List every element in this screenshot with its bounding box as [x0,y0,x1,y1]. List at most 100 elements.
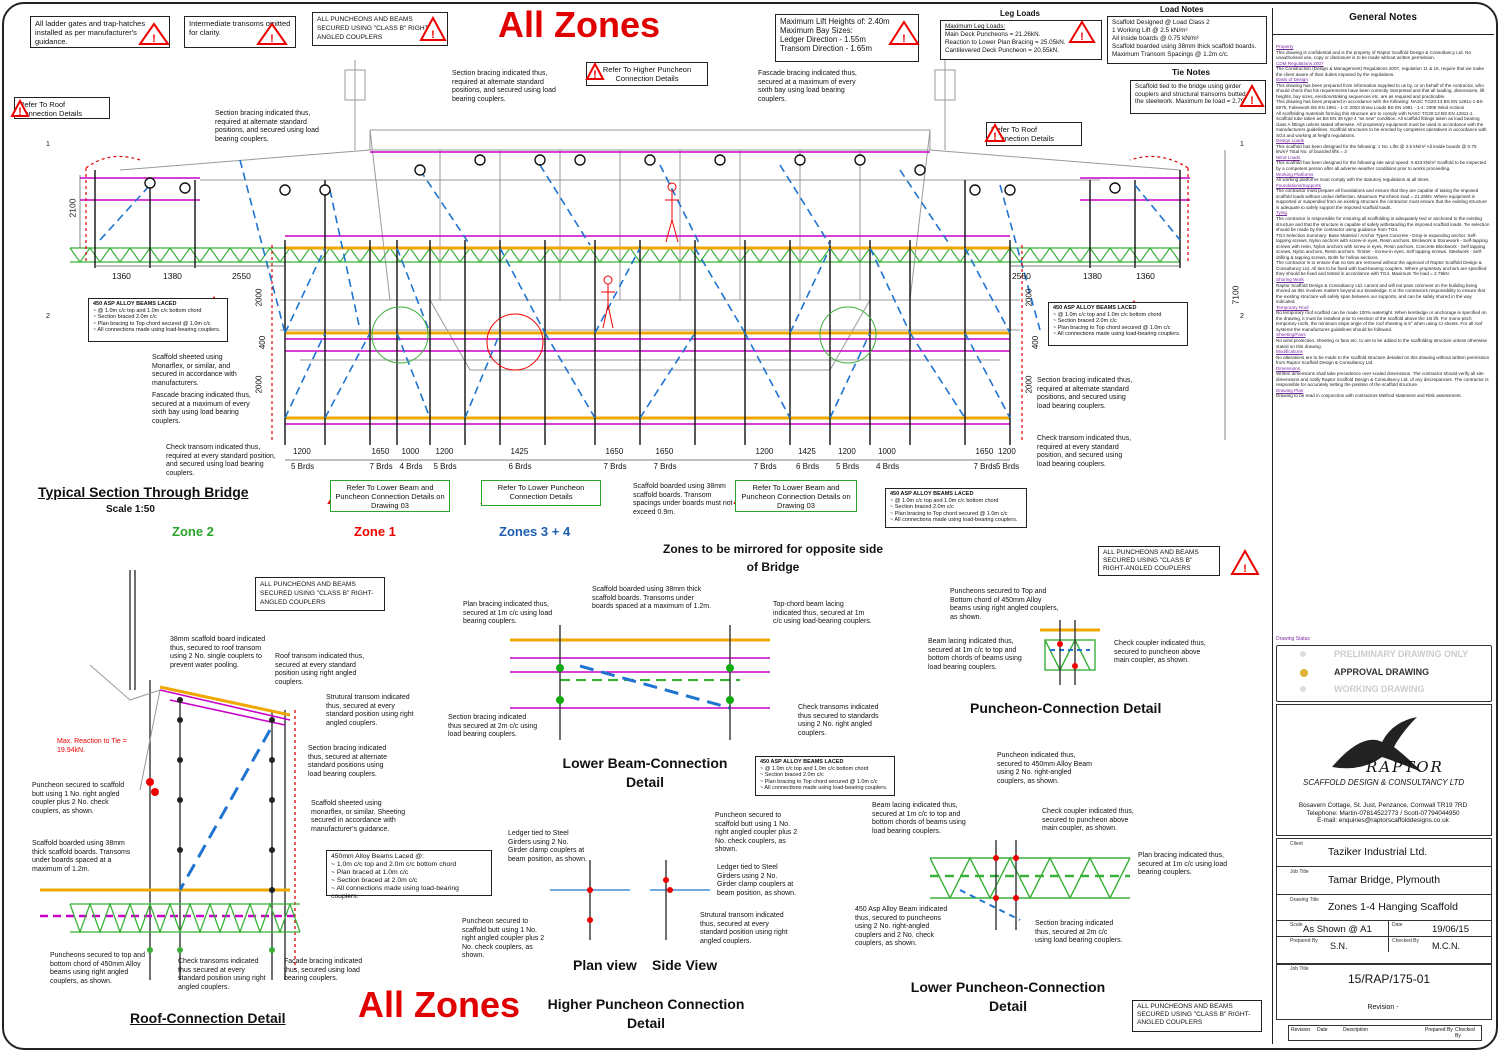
beam-note-line: 450 ASP ALLOY BEAMS LACED [890,491,974,497]
tie-notes-header: Tie Notes [1172,67,1211,77]
checked-value: M.C.N. [1432,941,1460,951]
beam-note-3: Top-chord beam lacing indicated thus, se… [773,601,872,625]
bay-dimension: 1000 [878,447,896,456]
bay-dimension: 1200 [998,447,1016,456]
drawing-status-box [1276,645,1492,702]
lower-punch-note-4: Plan bracing indicated thus, secured at … [1138,852,1228,876]
revision-column: Description [1343,1027,1369,1033]
dim-right-2: 1380 [1083,271,1102,281]
dim-left-1: 1360 [112,271,131,281]
roof-conn-ref-right-text: Refer To Roof Connection Details [991,125,1054,143]
general-note-heading: Wind Loads [1276,154,1301,160]
general-note-heading: Basis of Design [1276,77,1308,83]
svg-text:!: ! [152,33,156,45]
company-contact: Bosavern Cottage, St. Just, Penzance, Co… [1276,802,1490,825]
class-b-note-top: ALL PUNCHEONS AND BEAMS SECURED USING "C… [312,12,448,46]
section-title: Typical Section Through Bridge [38,484,249,500]
puncheon-note-3: Check coupler indicated thus, secured to… [1114,640,1206,664]
general-notes-header [1272,8,1494,35]
date-label: Date [1392,922,1403,928]
note-check-transom-right: Check transom indicated thus, required a… [1037,435,1132,468]
beam-note-line: ~ Plan bracing to Top chord secured @ 1.… [760,778,878,785]
lower-puncheon-drawing [929,840,1131,930]
bay-boards: 7 Brds [369,462,393,471]
load-note-2: 1 Working Lift @ 2.5 kN/m² [1112,27,1188,34]
general-note-text: This drawing has been prepared from info… [1276,82,1485,99]
general-note-heading: CDM Regulations 2007 [1276,60,1324,66]
roof-note-8: Scaffold boarded using 38mm thick scaffo… [32,840,131,873]
general-note-heading: Shoring Work [1276,276,1304,282]
lower-beam-ref-2-text: Refer To Lower Beam and Puncheon Connect… [741,483,851,510]
transoms-note-text: Intermediate transoms omitted for clarit… [189,19,291,37]
leg-load-3: Cantilevered Deck Puncheon = 20.55kN. [945,47,1059,54]
general-note-text: Drawing to be read in conjunction with c… [1276,393,1462,399]
roof-note-3: Strutural transom indicated thus, secure… [326,694,414,727]
side-view-title: Side View [652,957,718,973]
revision-column: Checked By [1455,1027,1475,1039]
date-value: 19/06/15 [1432,924,1469,935]
side-note-2: Ledger tied to Steel Girders using 2 No.… [717,864,796,897]
beam-note-line: 450 ASP ALLOY BEAMS LACED [93,301,177,307]
class-b-note-roof: ALL PUNCHEONS AND BEAMS SECURED USING "C… [255,577,385,611]
warning-icon [585,61,605,80]
job-label: Job Title [1290,869,1309,875]
section-marker-2-right: 2 [1240,313,1244,320]
bay-boards: 7 Brds [653,462,677,471]
beam-note-line: ~ All connections made using load-bearin… [760,785,888,792]
note-section-bracing-left: Section bracing indicated thus, required… [215,110,319,143]
beam-note-2: Plan bracing indicated thus, secured at … [463,601,553,625]
general-note-heading: Modifications [1276,349,1303,355]
ladder-note-text: All ladder gates and trap-hatches instal… [35,19,146,46]
beam-note-line: ~ Section braced 2.0m c/c [760,772,824,779]
load-note-1: Scaffold Designed @ Load Class 2 [1112,19,1210,26]
lower-punch-note-5: 450 Asp Alloy Beam indicated thus, secur… [855,906,948,947]
zone2-circle [371,306,429,364]
general-note-text: The contractor is to ensure that no ties… [1276,260,1487,277]
lower-beam-ref-2: Refer To Lower Beam and Puncheon Connect… [735,480,857,512]
general-note-heading: Dimensions [1276,365,1300,371]
status-approval: APPROVAL DRAWING [1334,667,1430,677]
bay-dimension: 1200 [755,447,774,456]
plan-view-title: Plan view [573,957,637,973]
plan-note-2: Puncheon secured to scaffold butt using … [462,918,545,959]
svg-text:!: ! [593,69,597,81]
note-facade-bracing: Fascade bracing indicated thus, secured … [152,392,251,425]
class-b-text: ALL PUNCHEONS AND BEAMS SECURED USING "C… [317,16,431,41]
prepared-label: Prepared By [1290,938,1318,944]
raptor-logo [1332,717,1422,772]
bay-boards: 7 Brds [973,462,997,471]
svg-text:!: ! [1080,31,1084,43]
client-label: Client [1290,841,1303,847]
titleblock [1276,838,1492,964]
person-figure [601,182,679,329]
svg-text:!: ! [902,33,906,45]
general-note-heading: Property [1276,44,1294,49]
beam-note-line: ~ @ 1.0m c/c top and 1.0m c/c bottom cho… [890,497,999,504]
load-note-3: All inside boards @ 0.75 kN/m² [1112,35,1199,42]
dim-2000-b: 2000 [254,375,264,394]
bay-boards: 5 Brds [433,462,457,471]
roof-beam-box: 450mm Alloy Beams Laced @: ~ 1.0m c/c to… [326,850,492,900]
svg-text:!: ! [270,33,274,45]
beam-note-line: ~ @ 1.0m c/c top and 1.0m c/c bottom cho… [93,307,202,314]
beam-note-4: Section bracing indicated thus secured a… [448,714,538,738]
general-note-text: This scaffold has been designed for the … [1276,143,1477,155]
roof-note-5: Scaffold sheeted using monarflex, or sim… [311,800,406,833]
general-note-text: The contractor is responsible for ensuri… [1276,215,1490,233]
general-note-heading: Drawing Plan [1276,387,1304,393]
plan-note-1: Ledger tied to Steel Girders using 2 No.… [508,830,587,863]
dim-2000-c: 2000 [1024,288,1034,307]
beam-note-line: 450 ASP ALLOY BEAMS LACED [1053,305,1137,311]
company-name: RAPTOR [1366,758,1444,776]
roof-note-11: Facade bracing indicated thus, secured u… [284,958,363,982]
general-notes-panel [1272,8,1495,1044]
note-check-transom-left: Check transom indicated thus, required a… [166,444,276,477]
roof-beam-box-text: 450mm Alloy Beams Laced @: ~ 1.0m c/c to… [331,853,459,900]
class-b-note-bottom: ALL PUNCHEONS AND BEAMS SECURED USING "C… [1132,1000,1262,1032]
beam-note-lower: 450 ASP ALLOY BEAMS LACED~ @ 1.0m c/c to… [755,756,895,796]
job-value: Tamar Bridge, Plymouth [1328,874,1441,886]
general-note-text: This drawing is confidential and is the … [1276,49,1471,61]
bay-boards: 5 Brds [996,462,1020,471]
bay-dimension: 1650 [975,447,994,456]
lower-beam-ref-1-text: Refer To Lower Beam and Puncheon Connect… [335,483,445,510]
